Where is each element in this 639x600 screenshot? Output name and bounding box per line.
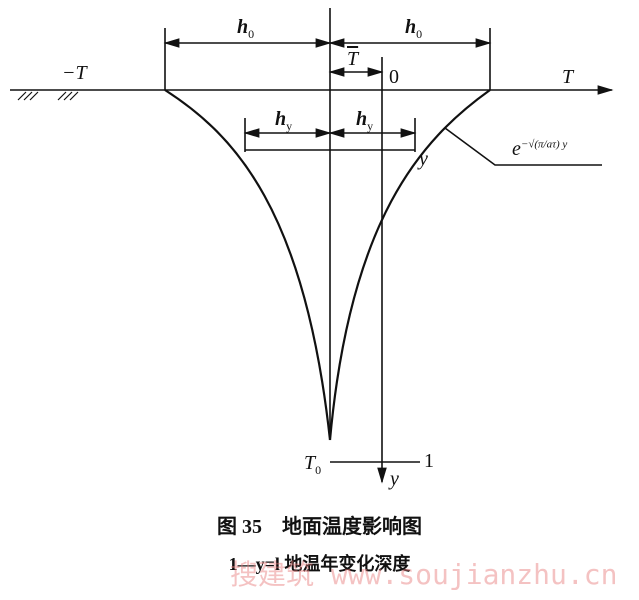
h0-right-label: h0: [405, 16, 423, 41]
hy-right-label: hy: [356, 108, 374, 133]
left-curve: [164, 89, 332, 441]
figure-note: 1—y=l 地温年变化深度: [228, 554, 411, 574]
right-curve: [328, 89, 491, 441]
watermark: 搜建筑 www.soujianzhu.cn: [230, 558, 618, 591]
y-axis-label: y: [390, 468, 399, 490]
formula-label: e−√(π/aτ) y: [512, 138, 568, 160]
t-bar-label: T: [347, 48, 359, 70]
zero-label: 0: [389, 66, 399, 88]
ground-hatch-icon: [17, 91, 79, 101]
formula-leader: [444, 127, 602, 166]
y-point-label: y: [419, 148, 428, 170]
figure-title: 图 35 地面温度影响图: [217, 516, 422, 538]
hy-left-label: hy: [275, 108, 293, 133]
h0-left-label: h0: [237, 16, 255, 41]
marker-1-label: 1: [424, 450, 434, 472]
t-label: T: [562, 66, 574, 88]
minus-t-label: −T: [62, 62, 87, 84]
t0-label: T0: [304, 452, 322, 477]
